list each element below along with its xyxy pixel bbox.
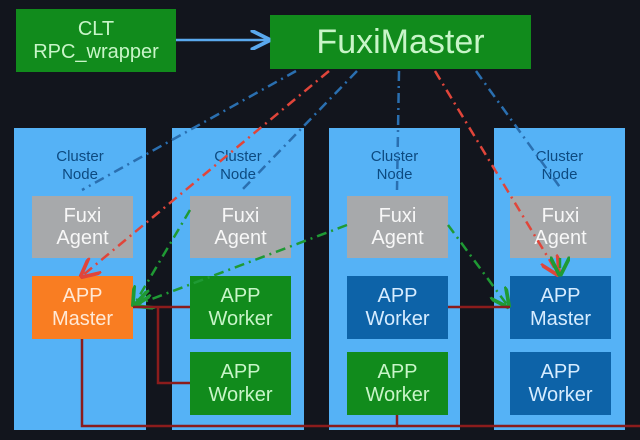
control-line-node1 <box>81 69 297 192</box>
cluster-node-label: Cluster <box>370 148 419 165</box>
cluster-node-label: Node <box>541 166 578 183</box>
am1-agent3-line <box>136 223 348 305</box>
agent-label: Agent <box>371 227 424 249</box>
app-label: APP <box>377 361 418 384</box>
control-line-node4 <box>474 70 564 191</box>
am1-agent2-line <box>134 209 192 305</box>
fuxi-master-label: FuxiMaster <box>316 22 485 61</box>
fuxi-master-box: FuxiMaster <box>270 15 531 69</box>
cluster-node-label: Cluster <box>214 148 262 165</box>
app-label: Worker <box>208 383 273 406</box>
cluster-node-label: Node <box>220 166 256 183</box>
clt-label: CLT <box>77 18 115 41</box>
control-line-node2 <box>241 70 358 191</box>
rpc-line-master1 <box>82 70 330 276</box>
app-label: APP <box>377 285 418 308</box>
app-label: Worker <box>208 307 273 330</box>
app-label: APP <box>220 285 261 308</box>
app-label: Worker <box>528 383 593 406</box>
app-label: Master <box>529 307 592 330</box>
app-label: APP <box>540 285 581 308</box>
cluster-node-label: Cluster <box>535 148 584 165</box>
cluster-node-label: Cluster <box>56 148 104 165</box>
cluster-node-label: Node <box>62 166 98 183</box>
rpc-line-master4 <box>433 70 558 274</box>
agent-label: Fuxi <box>63 204 102 227</box>
app-label: APP <box>540 361 581 384</box>
agent-label: Fuxi <box>378 204 417 227</box>
agent-label: Fuxi <box>221 204 260 227</box>
clt-rpc-wrapper-box: CLT RPC_wrapper <box>16 9 176 72</box>
agent-label: Agent <box>56 227 109 249</box>
app-label: Master <box>51 307 114 330</box>
cluster-node-label: Node <box>376 166 413 183</box>
data-link-am1-worker3b <box>80 339 399 428</box>
agent-label: Agent <box>214 227 267 249</box>
app-label: Worker <box>365 307 430 330</box>
rpc-wrapper-label: RPC_wrapper <box>33 40 159 63</box>
app-label: Worker <box>365 383 430 406</box>
data-link-am1-worker2b <box>156 307 190 385</box>
agent-label: Fuxi <box>541 204 580 227</box>
app-label: APP <box>220 361 261 384</box>
app-label: APP <box>62 285 103 308</box>
agent-label: Agent <box>534 227 587 249</box>
control-line-node3 <box>395 70 401 191</box>
am4-agent3-line <box>446 224 508 306</box>
